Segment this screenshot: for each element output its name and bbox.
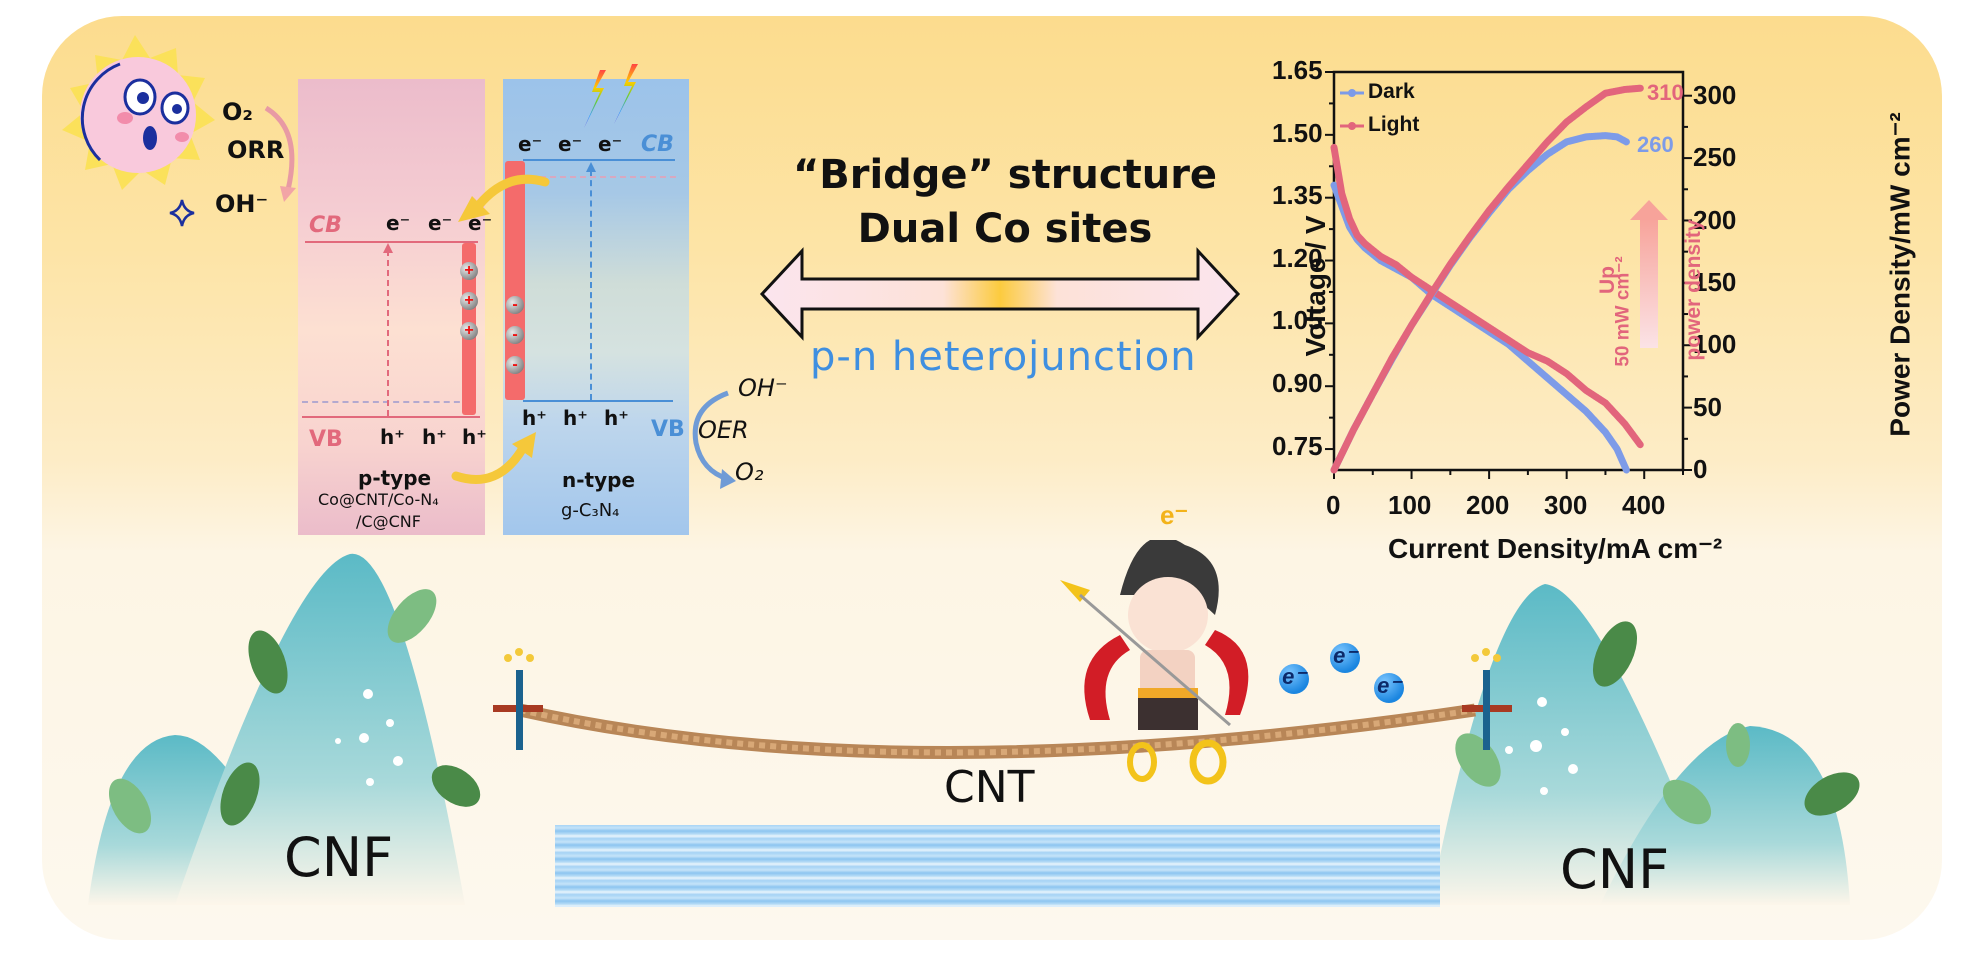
y2-tick: 200 (1693, 205, 1737, 235)
p-vb-line (302, 416, 480, 418)
n-electron: e⁻ (598, 132, 623, 156)
positive-charge-icon: + (460, 322, 478, 340)
p-type-panel (298, 79, 485, 535)
p-hole: h⁺ (380, 425, 405, 449)
x-axis-title: Current Density/mA cm⁻² (1388, 533, 1723, 564)
n-fermi-line (540, 176, 676, 178)
y-axis-title: Voltage / V (1300, 215, 1331, 357)
y-tick: 1.50 (1272, 118, 1323, 148)
x-tick: 400 (1622, 490, 1666, 520)
hole-transfer-arrow-icon (451, 432, 536, 484)
positive-charge-icon: + (460, 262, 478, 280)
x-tick: 100 (1388, 490, 1432, 520)
double-arrow-icon (759, 247, 1241, 341)
electron-ball-icon: e⁻ (1374, 673, 1404, 703)
electron-ball-icon: e⁻ (1330, 643, 1360, 673)
pn-heterojunction-label: p-n heterojunction (810, 334, 1197, 380)
electron-transfer-arrow-icon (458, 174, 550, 222)
n-arrow-head (586, 162, 596, 172)
negative-charge-icon: - (506, 326, 524, 344)
n-hole: h⁺ (522, 406, 547, 430)
y2-tick: 0 (1693, 454, 1708, 484)
y2-tick: 300 (1693, 80, 1737, 110)
x-tick: 200 (1466, 490, 1510, 520)
orr-arrow-icon (264, 105, 296, 202)
p-excitation-arrow (387, 250, 389, 416)
oer-oh-label: OH⁻ (738, 374, 788, 402)
dark-peak-annotation: 260 (1637, 132, 1674, 157)
n-electron: e⁻ (558, 132, 583, 156)
negative-charge-icon: - (506, 296, 524, 314)
x-tick: 300 (1544, 490, 1588, 520)
n-vb-line (523, 400, 673, 402)
n-vb-label: VB (651, 417, 685, 442)
legend-light: Light (1368, 113, 1420, 136)
n-type-label: n-type (562, 468, 636, 492)
p-hole: h⁺ (422, 425, 447, 449)
y2-axis-title: Power Density/mW cm⁻² (1884, 112, 1916, 437)
oer-o2-label: O₂ (735, 458, 764, 486)
oer-arrow-icon (692, 390, 736, 489)
sun-character-icon (62, 35, 215, 190)
right-cnf-label: CNF (1560, 838, 1670, 901)
electron-ball-icon: e⁻ (1279, 664, 1309, 694)
p-electron: e⁻ (428, 211, 453, 235)
50mw-annotation: 50 mW cm⁻² (1612, 256, 1634, 367)
y2-tick: 250 (1693, 142, 1737, 172)
negative-charge-icon: - (506, 356, 524, 374)
character-electron-badge: e⁻ (1160, 500, 1189, 530)
oh-minus-label: OH⁻ (215, 190, 269, 218)
power-density-annotation: power density (1682, 219, 1705, 361)
power-increase-arrow (1640, 218, 1658, 348)
y-tick: 0.90 (1272, 368, 1323, 398)
dual-co-sites-title: Dual Co sites (857, 206, 1153, 252)
n-hole: h⁺ (563, 406, 588, 430)
n-electron: e⁻ (518, 132, 543, 156)
y-tick: 1.65 (1272, 55, 1323, 85)
orr-label: ORR (227, 136, 285, 164)
water-river (555, 825, 1440, 907)
y-tick: 1.35 (1272, 180, 1323, 210)
y-tick: 1.20 (1272, 243, 1323, 273)
n-cb-line (523, 159, 675, 161)
p-fermi-line (302, 401, 470, 403)
x-tick: 0 (1326, 490, 1341, 520)
p-material-label-2: /C@CNF (356, 512, 421, 531)
p-cb-line (305, 241, 478, 243)
electron-warrior-character (1060, 540, 1249, 785)
n-material-label: g-C₃N₄ (561, 500, 620, 521)
y2-tick: 50 (1693, 392, 1722, 422)
p-arrow-head (383, 243, 393, 253)
y-tick: 1.05 (1272, 305, 1323, 335)
positive-charge-icon: + (460, 292, 478, 310)
y-tick: 0.75 (1272, 431, 1323, 461)
landscape-scene (88, 540, 1860, 905)
y2-tick: 100 (1693, 329, 1737, 359)
n-type-panel (503, 79, 689, 535)
left-cnf-label: CNF (284, 826, 394, 889)
p-type-label: p-type (358, 466, 432, 490)
legend-dark: Dark (1368, 80, 1415, 103)
sparkle-icon (169, 199, 195, 227)
n-cb-label: CB (641, 132, 674, 157)
light-peak-annotation: 310 (1647, 80, 1684, 105)
p-vb-label: VB (309, 427, 343, 452)
power-increase-arrowhead (1630, 200, 1668, 220)
p-material-label: Co@CNT/Co-N₄ (318, 490, 439, 509)
p-hole: h⁺ (462, 425, 487, 449)
p-cb-label: CB (309, 213, 342, 238)
o2-label: O₂ (222, 98, 253, 126)
n-hole: h⁺ (604, 406, 629, 430)
n-excitation-arrow (590, 170, 592, 400)
oer-label: OER (698, 416, 749, 444)
bridge-structure-title: “Bridge” structure (792, 152, 1218, 198)
cnt-label: CNT (944, 762, 1035, 813)
y2-tick: 150 (1693, 267, 1737, 297)
p-electron: e⁻ (386, 211, 411, 235)
